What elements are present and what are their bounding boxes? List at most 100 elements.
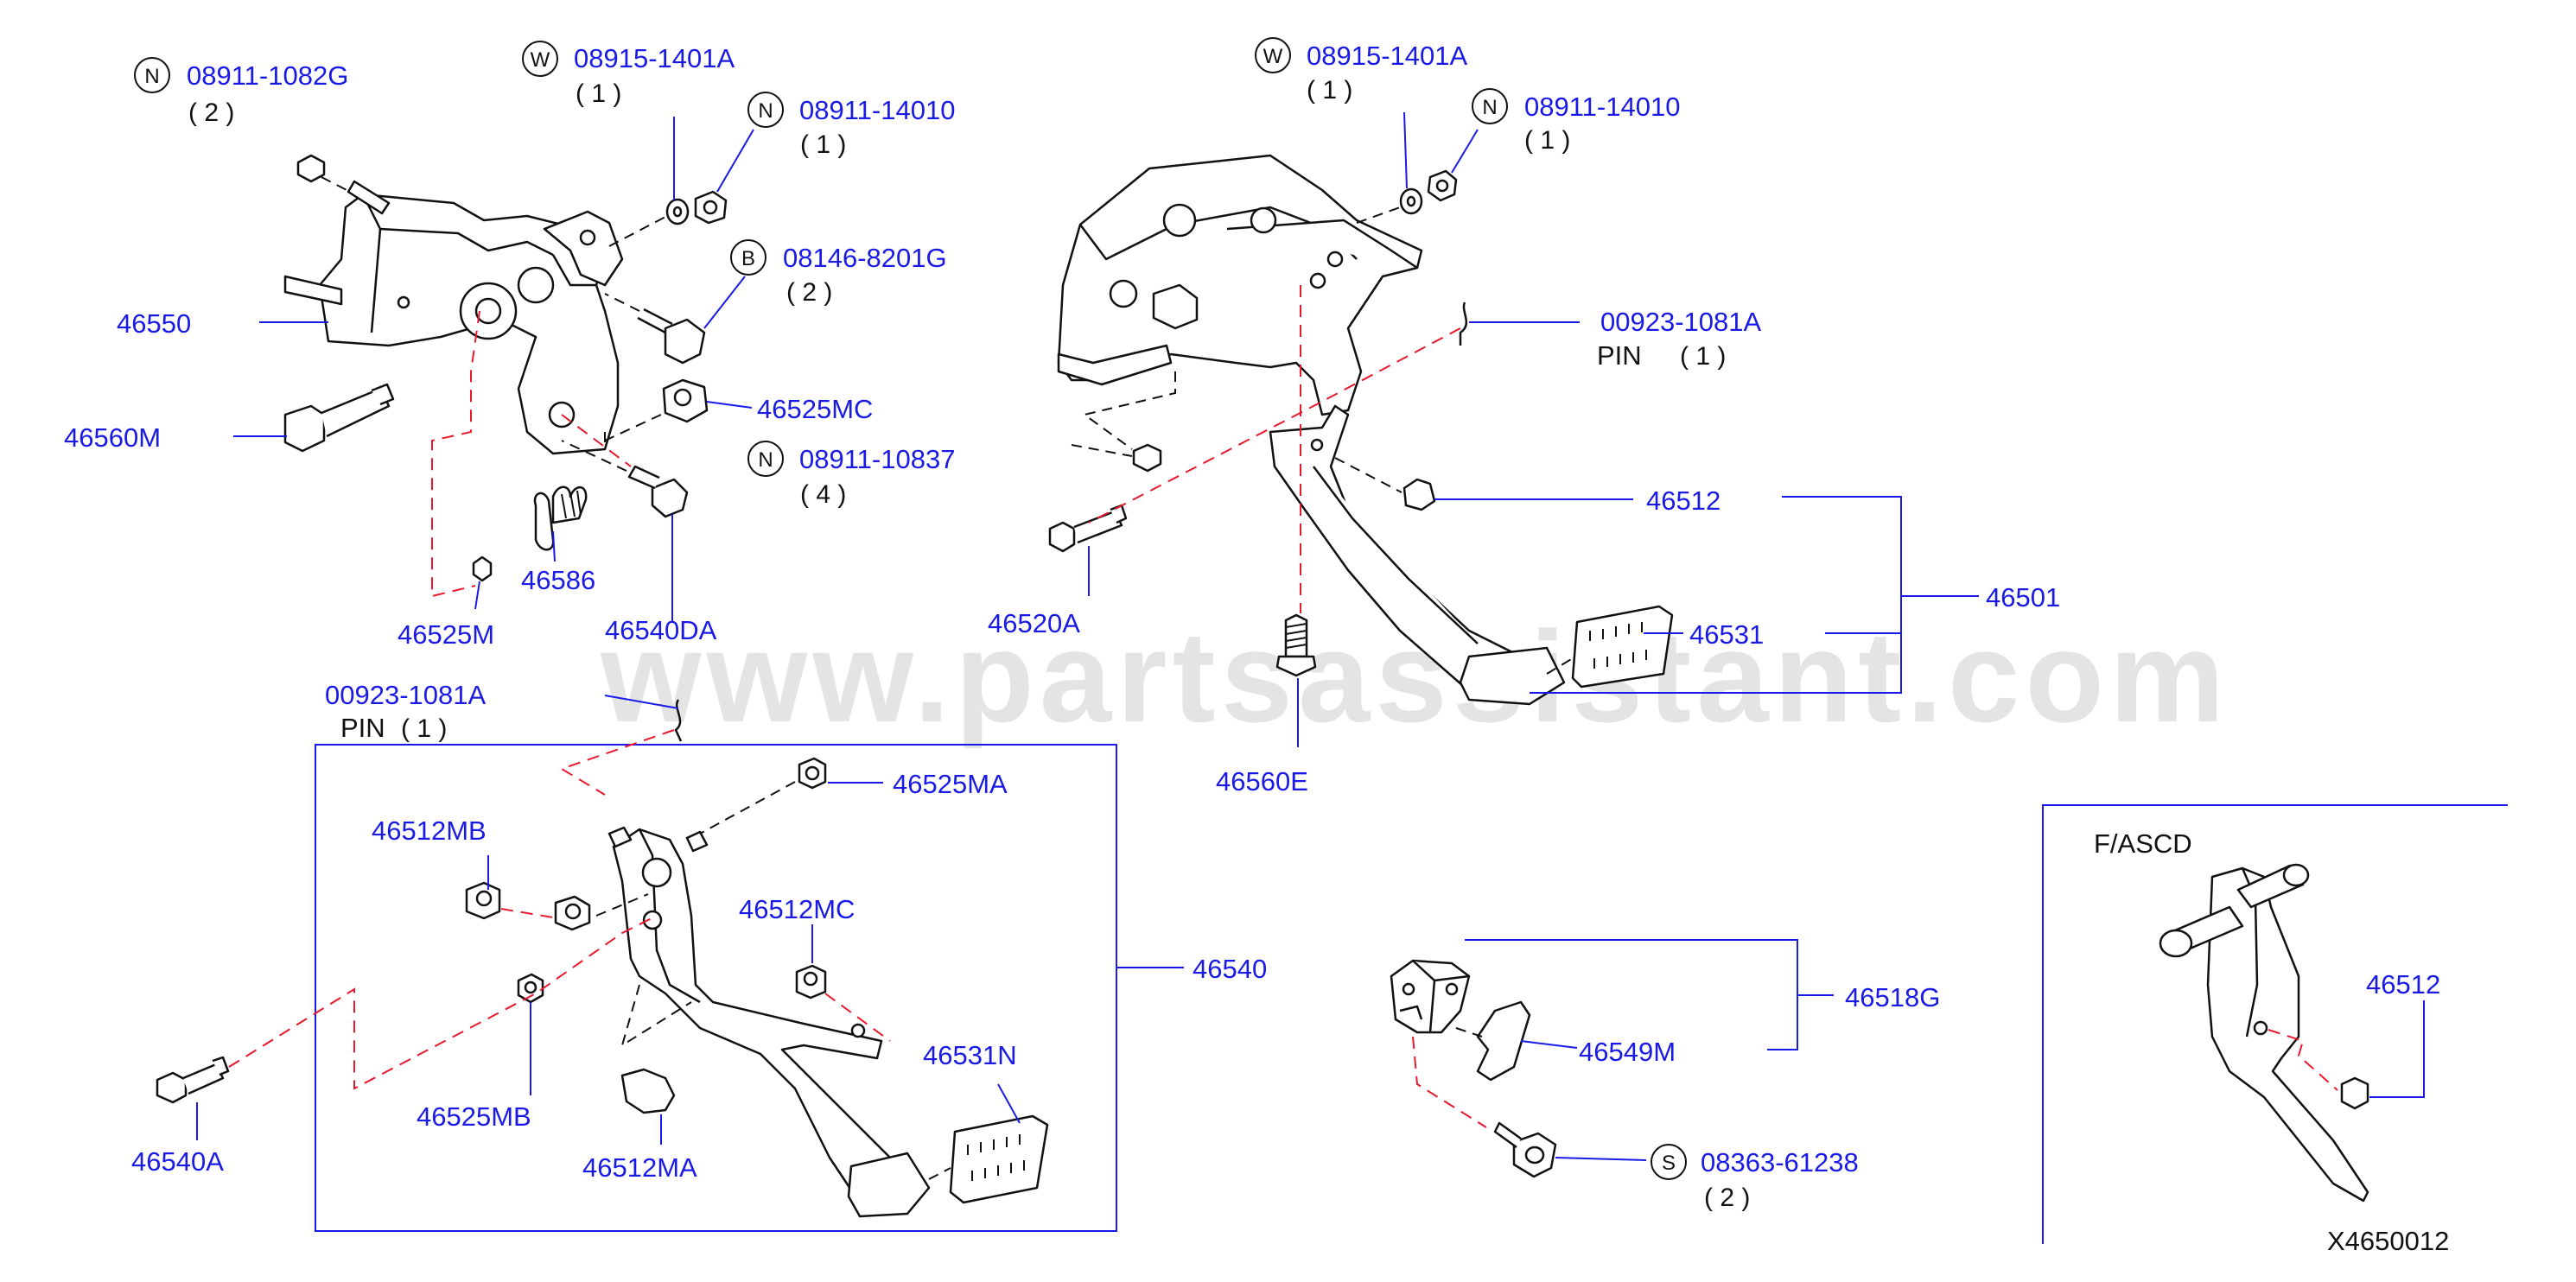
pin-desc: PIN bbox=[1597, 340, 1642, 371]
fastener-part: 08915-1401A bbox=[1307, 41, 1467, 71]
label-46501: 46501 bbox=[1986, 582, 2060, 612]
label-46525m: 46525M bbox=[398, 619, 494, 650]
assembly-line-left-2 bbox=[561, 414, 632, 467]
screw-08363 bbox=[1493, 1121, 1557, 1178]
bolt-46560m bbox=[283, 383, 395, 453]
fastener-qty: ( 1 ) bbox=[800, 130, 846, 159]
label-46531: 46531 bbox=[1689, 619, 1764, 650]
callout-08363-61238: S 08363-61238 ( 2 ) bbox=[1651, 1144, 1859, 1212]
clutch-pedal-assembly bbox=[607, 826, 1049, 1218]
bolt-46540da bbox=[561, 440, 689, 518]
assembly-line-box-2 bbox=[500, 908, 554, 918]
fastener-part: 08911-14010 bbox=[799, 95, 955, 125]
callout-08915-1401a-left: W 08915-1401A ( 1 ) bbox=[522, 41, 735, 108]
fastener-code-n: N bbox=[758, 99, 773, 123]
bushing-46525mc bbox=[604, 378, 709, 441]
assembly-line-right bbox=[1088, 327, 1461, 524]
label-46512: 46512 bbox=[1646, 486, 1721, 516]
washer-nut-set-right bbox=[1356, 169, 1458, 224]
pin-qty: ( 1 ) bbox=[1680, 342, 1726, 371]
fastener-code-b: B bbox=[741, 247, 755, 270]
spring-46586 bbox=[533, 486, 588, 551]
fastener-qty: ( 1 ) bbox=[1524, 126, 1570, 155]
bushing-46525m bbox=[472, 555, 493, 582]
label-46560e: 46560E bbox=[1216, 766, 1308, 796]
fastener-code-n: N bbox=[144, 65, 159, 88]
bolt-46520a bbox=[1048, 504, 1128, 553]
label-46525ma: 46525MA bbox=[893, 769, 1008, 799]
fastener-part: 08911-10837 bbox=[799, 444, 955, 474]
fastener-qty: ( 2 ) bbox=[188, 98, 234, 127]
pin-part: 00923-1081A bbox=[1600, 307, 1761, 337]
nut-middle bbox=[1071, 443, 1162, 473]
callout-08911-10837: N 08911-10837 ( 4 ) bbox=[747, 441, 955, 509]
callout-08911-1082g: N 08911-1082G ( 2 ) bbox=[134, 57, 348, 127]
callout-pin-left: 00923-1081A PIN ( 1 ) bbox=[325, 680, 486, 743]
bolt-08146-8201g bbox=[604, 293, 706, 365]
stopper-46512 bbox=[1334, 457, 1436, 511]
assembly-line-right-3 bbox=[1082, 371, 1176, 450]
assembly-line-box-5 bbox=[620, 984, 692, 1048]
label-46518g: 46518G bbox=[1845, 982, 1940, 1012]
fastener-qty: ( 4 ) bbox=[800, 480, 846, 509]
label-46525mc: 46525MC bbox=[757, 394, 873, 424]
label-46512mc: 46512MC bbox=[739, 894, 855, 924]
frame-46540 bbox=[315, 744, 1117, 1232]
fastener-code-n: N bbox=[1482, 96, 1497, 119]
frame-fascd bbox=[2042, 804, 2508, 1244]
fastener-code-w: W bbox=[1263, 45, 1283, 68]
pin-right bbox=[1459, 301, 1468, 346]
fastener-qty: ( 2 ) bbox=[786, 278, 832, 307]
pin-part: 00923-1081A bbox=[325, 680, 486, 710]
diagram-code: X4650012 bbox=[2327, 1226, 2449, 1256]
bushing-46525ma bbox=[699, 757, 827, 835]
fastener-code-w: W bbox=[531, 48, 550, 72]
callout-08911-14010-left: N 08911-14010 ( 1 ) bbox=[747, 92, 955, 159]
callout-08915-1401a-right: W 08915-1401A ( 1 ) bbox=[1255, 37, 1467, 105]
label-46512-ascd: 46512 bbox=[2366, 969, 2440, 1000]
assembly-line-ascd bbox=[2268, 1029, 2338, 1091]
brake-pedal-assembly bbox=[1057, 154, 1674, 706]
label-46525mb: 46525MB bbox=[417, 1101, 531, 1132]
label-46512mb: 46512MB bbox=[372, 816, 487, 846]
label-46540: 46540 bbox=[1193, 954, 1267, 984]
label-46586: 46586 bbox=[521, 565, 595, 595]
switch-bracket-46518g bbox=[1390, 959, 1471, 1034]
fastener-code-n: N bbox=[758, 448, 773, 472]
assembly-line-left bbox=[431, 310, 480, 598]
label-fascd: F/ASCD bbox=[2094, 828, 2192, 859]
fastener-part: 08911-14010 bbox=[1524, 92, 1680, 122]
callout-08146-8201g: B 08146-8201G ( 2 ) bbox=[730, 239, 947, 307]
stopper-46512ma bbox=[620, 1068, 676, 1114]
ascd-pedal bbox=[2159, 863, 2369, 1203]
part-labels: 46550 46560M 46525MC 46586 46525M 46540D… bbox=[64, 308, 2449, 1256]
assembly-line-box-3 bbox=[824, 993, 891, 1042]
label-46520a: 46520A bbox=[988, 608, 1080, 638]
fastener-qty: ( 1 ) bbox=[576, 79, 621, 108]
bushing-46512mc bbox=[795, 964, 827, 1000]
fastener-qty: ( 2 ) bbox=[1704, 1184, 1750, 1212]
fastener-part: 08363-61238 bbox=[1701, 1147, 1859, 1177]
label-46560m: 46560M bbox=[64, 422, 161, 453]
label-46549m: 46549M bbox=[1579, 1037, 1676, 1067]
pedal-bracket-assembly bbox=[283, 180, 624, 455]
label-46550: 46550 bbox=[117, 308, 191, 339]
label-46540da: 46540DA bbox=[605, 615, 717, 645]
fastener-part: 08915-1401A bbox=[574, 43, 735, 73]
leader-lines bbox=[196, 111, 2425, 1161]
fastener-part: 08146-8201G bbox=[783, 243, 947, 273]
bolt-46560e bbox=[1275, 613, 1317, 677]
pin-desc: PIN bbox=[340, 713, 385, 743]
fastener-code-s: S bbox=[1662, 1152, 1676, 1175]
label-46512ma: 46512MA bbox=[582, 1152, 697, 1183]
callout-pin-right: 00923-1081A PIN ( 1 ) bbox=[1597, 307, 1761, 371]
assembly-line-switch bbox=[1412, 1036, 1487, 1128]
label-46531n: 46531N bbox=[923, 1040, 1017, 1070]
assembly-line-box bbox=[228, 915, 658, 1090]
label-46540a: 46540A bbox=[131, 1146, 224, 1177]
bolt-46540a bbox=[156, 1056, 230, 1104]
assembly-line-switch-2 bbox=[1455, 1027, 1483, 1038]
bushing-middle bbox=[554, 895, 591, 931]
nut-08911-1082g bbox=[296, 154, 351, 193]
